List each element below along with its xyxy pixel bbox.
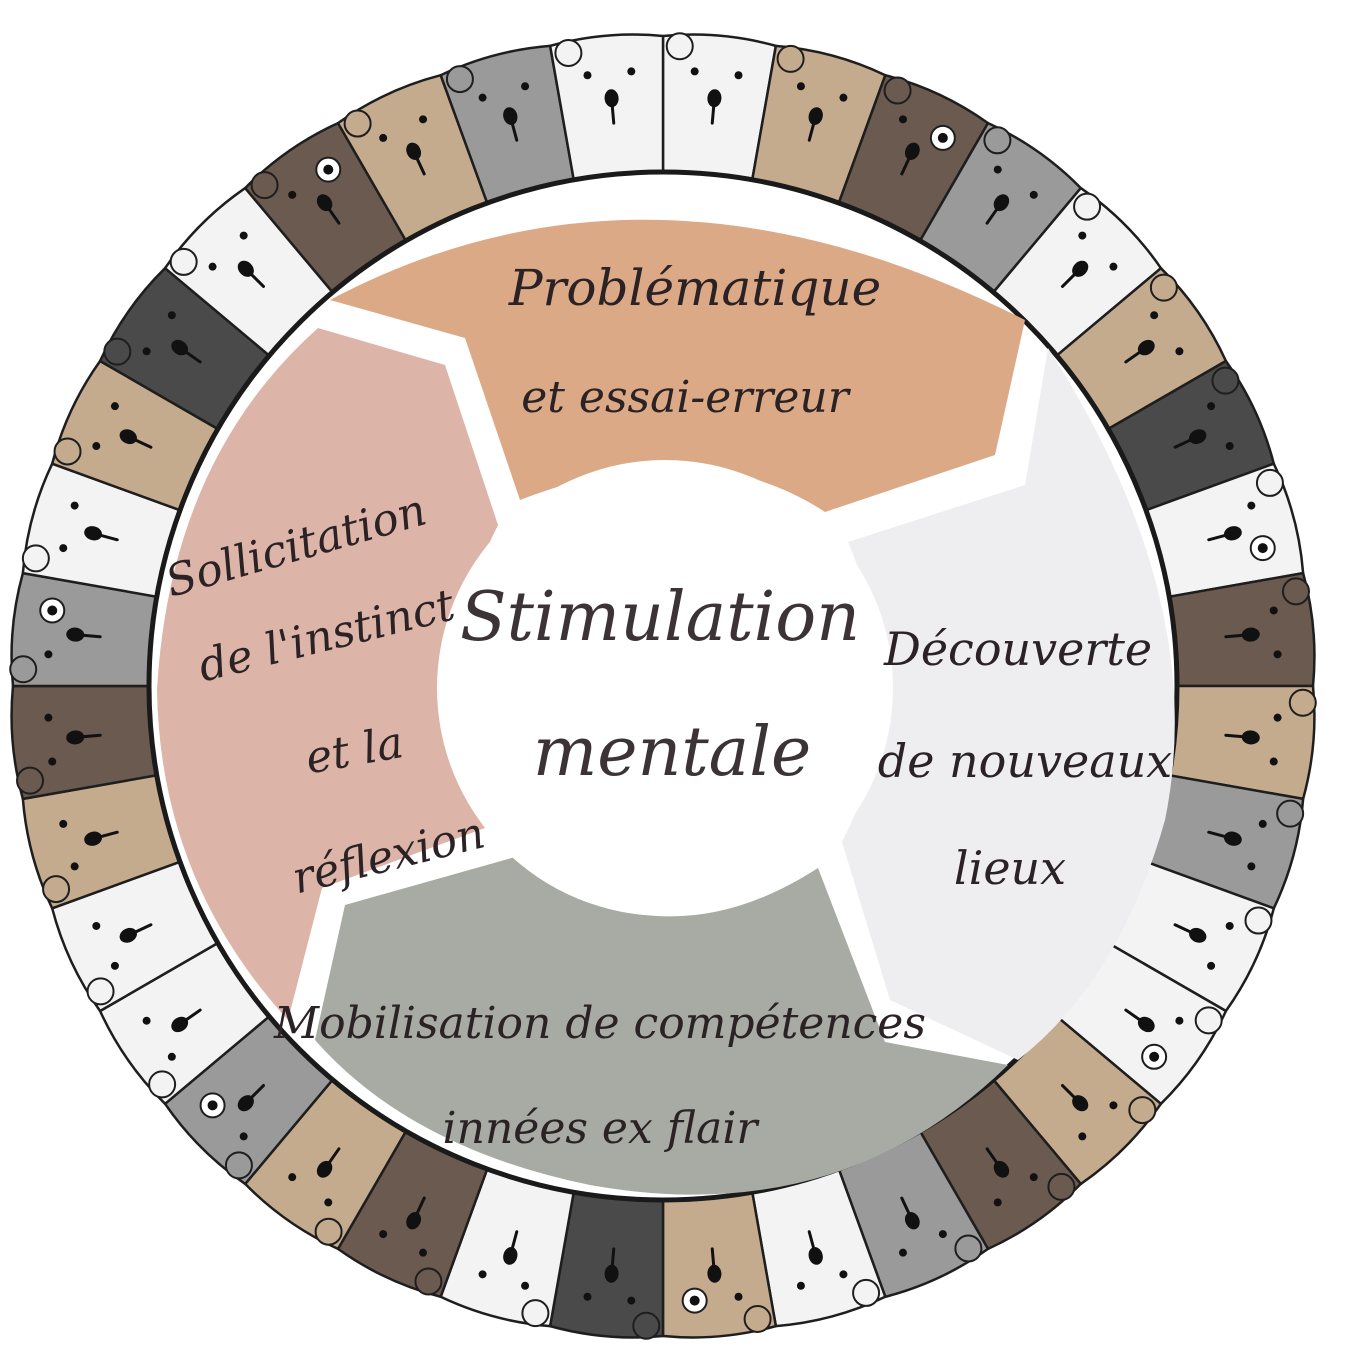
segment-problematique (330, 219, 1025, 512)
center-title-line2: mentale (533, 713, 811, 792)
dog-figure (548, 33, 665, 200)
segment-problematique-line1: Problématique (508, 259, 881, 317)
center-title-line1: Stimulation (460, 578, 860, 657)
dog-figure (336, 1113, 495, 1299)
dog-figure (21, 462, 200, 602)
segment-problematique-line2: et essai-erreur (521, 372, 852, 423)
dog-figure (1090, 359, 1276, 518)
segment-mobilisation-line1: Mobilisation de compétences (273, 998, 926, 1049)
segment-decouverte (842, 348, 1175, 1060)
dog-figure (1149, 571, 1316, 688)
segment-mobilisation-line2: innées ex flair (443, 1103, 761, 1154)
segment-sollicitation (157, 328, 498, 1020)
dog-figure (831, 1113, 990, 1299)
dog-figure (831, 73, 990, 259)
segment-decouverte-line1: Découverte (883, 622, 1152, 676)
segment-decouverte-line3: lieux (954, 841, 1066, 895)
center-circle (437, 460, 893, 916)
segment-mobilisation (315, 857, 1008, 1195)
dog-figure (9, 571, 177, 688)
segment-decouverte-line2: de nouveaux (878, 734, 1172, 788)
dog-figure (661, 1172, 778, 1339)
dog-figure (747, 1149, 887, 1328)
dog-figure (10, 684, 177, 801)
dog-figure (1126, 462, 1305, 602)
